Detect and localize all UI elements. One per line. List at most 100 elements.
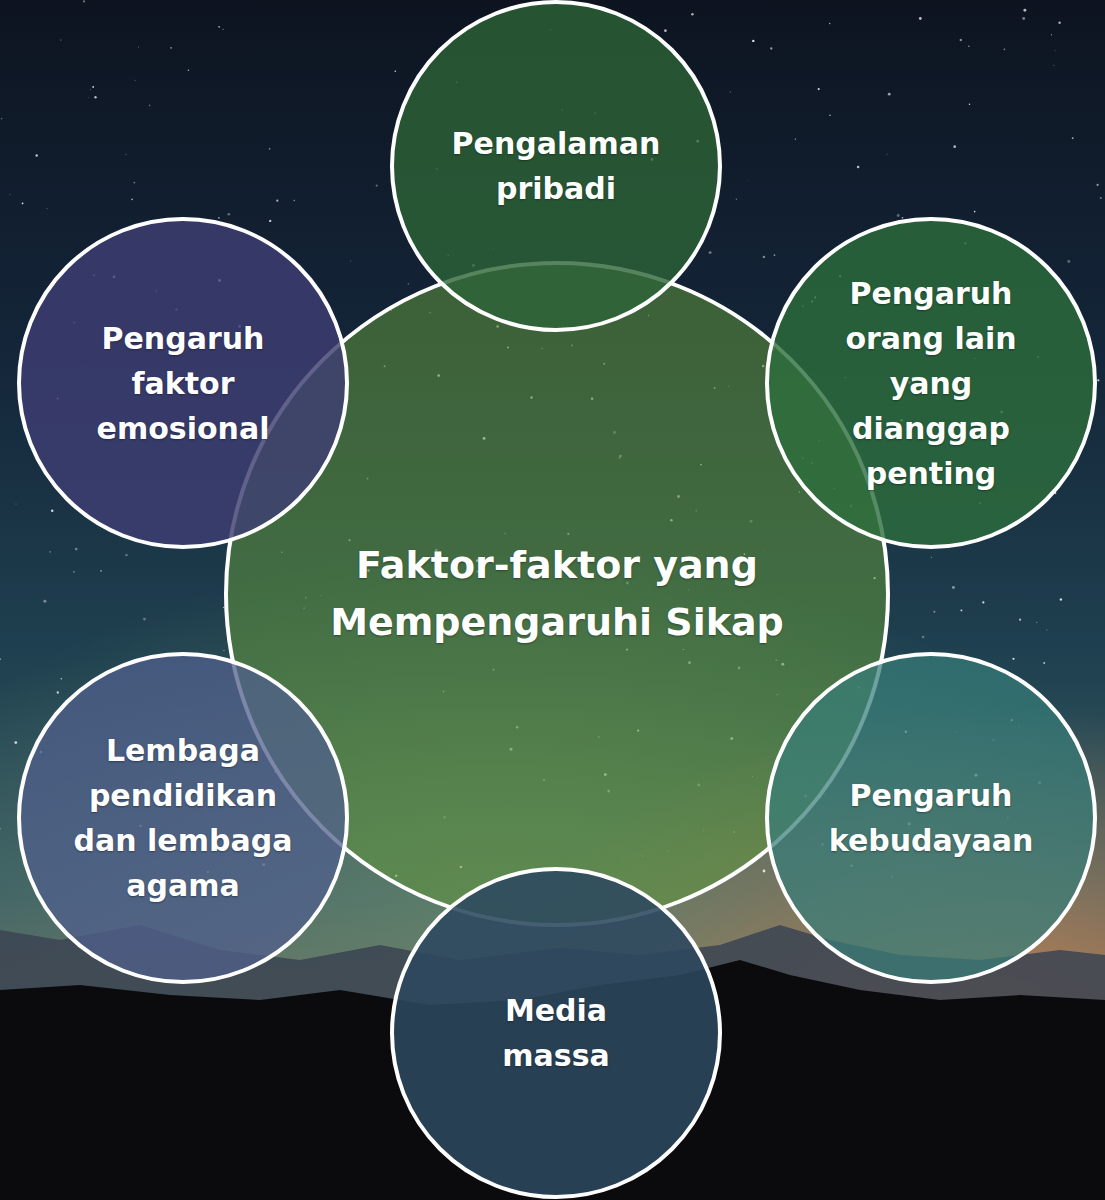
- diagram-title: Faktor-faktor yang Mempengaruhi Sikap: [307, 537, 807, 651]
- star: [269, 148, 271, 150]
- star: [218, 217, 220, 219]
- star: [131, 199, 133, 201]
- factor-label: Pengaruh kebudayaan: [811, 773, 1051, 863]
- star: [691, 13, 694, 16]
- star: [223, 29, 224, 30]
- star: [857, 166, 860, 169]
- star: [953, 145, 956, 148]
- star: [49, 551, 50, 552]
- star: [125, 554, 127, 556]
- star: [94, 96, 96, 98]
- star: [1072, 137, 1074, 139]
- star: [1060, 598, 1062, 600]
- star: [897, 214, 900, 217]
- star: [14, 741, 17, 744]
- star: [46, 208, 47, 209]
- star: [0, 828, 1, 829]
- star: [829, 23, 830, 24]
- star: [888, 93, 891, 96]
- star: [763, 256, 765, 258]
- star: [1036, 622, 1037, 623]
- star: [133, 182, 135, 184]
- factor-circle: Media massa: [390, 867, 722, 1199]
- star: [1022, 17, 1025, 20]
- star: [952, 586, 955, 589]
- star: [83, 0, 85, 2]
- star: [15, 503, 17, 505]
- star: [1004, 49, 1006, 51]
- star: [968, 46, 969, 47]
- star: [134, 79, 136, 81]
- star: [73, 571, 75, 573]
- star: [1, 118, 3, 120]
- star: [1054, 50, 1056, 52]
- star: [709, 251, 712, 254]
- star: [43, 600, 46, 603]
- factor-label: Media massa: [456, 988, 656, 1078]
- star: [125, 154, 126, 155]
- star: [1023, 9, 1026, 12]
- star: [829, 115, 831, 117]
- star: [35, 154, 37, 156]
- factor-label: Pengalaman pribadi: [441, 121, 671, 211]
- factor-circle: Pengaruh kebudayaan: [765, 652, 1097, 984]
- star: [969, 104, 970, 105]
- star: [931, 557, 932, 558]
- star: [61, 678, 63, 680]
- star: [886, 153, 888, 155]
- factor-circle: Pengaruh orang lain yang dianggap pentin…: [765, 217, 1097, 549]
- star: [1053, 65, 1054, 66]
- star: [408, 283, 410, 285]
- star: [223, 650, 224, 651]
- star: [60, 40, 61, 41]
- star: [92, 86, 94, 88]
- star: [1046, 629, 1047, 630]
- star: [770, 47, 772, 49]
- star: [350, 260, 352, 262]
- factor-label: Lembaga pendidikan dan lembaga agama: [58, 728, 308, 908]
- star: [276, 200, 278, 202]
- star: [795, 139, 796, 140]
- star: [818, 88, 820, 90]
- star: [974, 211, 976, 213]
- star: [170, 47, 172, 49]
- star: [664, 29, 667, 32]
- star: [752, 40, 754, 42]
- star: [188, 70, 189, 71]
- star: [1097, 379, 1099, 381]
- star: [100, 570, 102, 572]
- star: [960, 609, 962, 611]
- star: [922, 636, 925, 639]
- star: [51, 510, 54, 513]
- star: [960, 39, 962, 41]
- star: [138, 46, 140, 48]
- star: [736, 199, 737, 200]
- star: [228, 213, 231, 216]
- star: [88, 96, 90, 98]
- factor-label: Pengaruh orang lain yang dianggap pentin…: [826, 271, 1036, 496]
- star: [269, 220, 271, 222]
- star: [75, 548, 78, 551]
- star: [0, 658, 1, 660]
- star: [1058, 21, 1060, 23]
- star: [1067, 260, 1070, 263]
- star: [933, 611, 935, 613]
- star: [395, 71, 397, 73]
- star: [294, 200, 295, 201]
- star: [57, 691, 59, 693]
- factor-circle: Lembaga pendidikan dan lembaga agama: [17, 652, 349, 984]
- star: [143, 618, 146, 621]
- star: [1019, 619, 1021, 621]
- star: [763, 870, 766, 873]
- star: [1043, 662, 1045, 664]
- star: [376, 185, 378, 187]
- star: [1096, 184, 1098, 186]
- star: [22, 202, 24, 204]
- star: [1012, 658, 1014, 660]
- star: [774, 254, 776, 256]
- star: [1051, 34, 1052, 35]
- factor-label: Pengaruh faktor emosional: [73, 316, 293, 451]
- star: [1100, 197, 1102, 199]
- factor-circle: Pengaruh faktor emosional: [17, 217, 349, 549]
